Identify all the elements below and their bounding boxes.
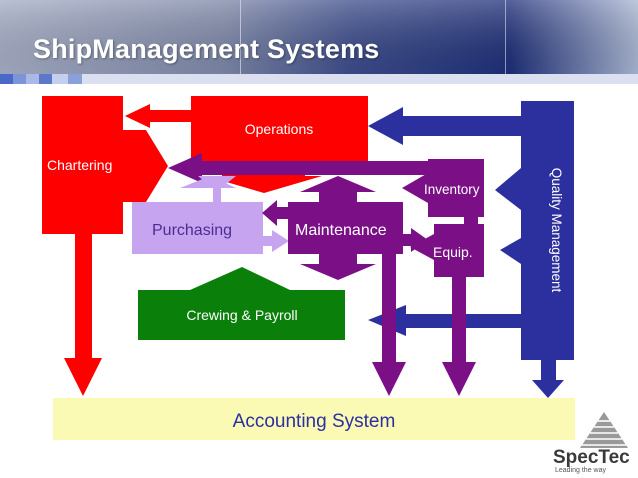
maintenance-box [262,176,428,280]
quality-to-operations-arrow [368,107,521,145]
slide-header: ShipManagement Systems [0,0,638,86]
chartering-label: Chartering [47,157,112,173]
purchasing-label: Purchasing [152,222,232,239]
maintenance-to-accounting-arrow [372,254,406,396]
accounting-system-box [53,398,575,440]
equip-to-accounting-arrow [442,277,476,396]
purchasing-box [132,176,289,254]
quality-management-box [521,101,574,360]
logo-tagline: Leading the way [555,467,606,474]
logo-pyramid-icon [580,412,628,448]
maintenance-label: Maintenance [295,222,387,239]
equip-label: Equip. [433,244,473,260]
spectec-logo: SpecTec Leading the way [548,410,634,474]
inventory-box [402,159,484,227]
crewing-payroll-box [138,267,345,340]
operations-box [191,96,368,162]
accounting-system-label: Accounting System [233,411,396,432]
quality-to-inventory-arrow [495,168,521,210]
quality-to-equip-arrow [500,238,521,264]
quality-management-label: Quality Management [549,168,564,293]
inventory-label: Inventory [424,182,480,197]
quality-to-accounting-arrow [532,360,564,398]
operations-to-chartering-arrow [125,104,191,128]
logo-name: SpecTec [553,447,630,468]
equip-box [410,224,484,277]
inventory-to-chartering-arrow [168,153,428,183]
header-banner [0,0,638,84]
slide-title: ShipManagement Systems [33,34,380,64]
chartering-box [42,96,168,234]
crewing-payroll-label: Crewing & Payroll [186,307,297,323]
chartering-to-accounting-arrow [64,234,102,396]
operations-label: Operations [245,121,313,137]
